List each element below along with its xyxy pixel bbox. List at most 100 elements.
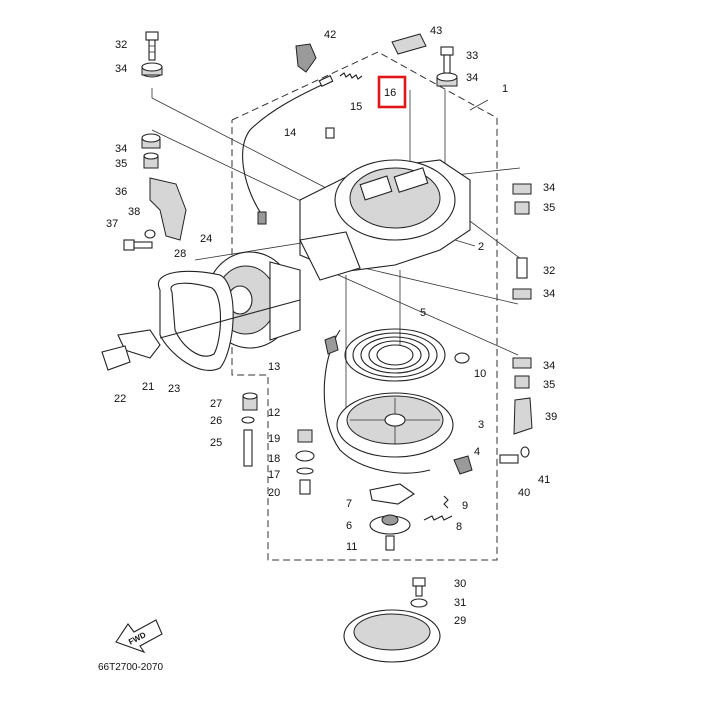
cable-stopper-42	[295, 43, 317, 73]
callout-34a: 34	[115, 63, 127, 75]
collar-34-top-right	[436, 72, 458, 87]
label-plate-43	[391, 33, 427, 55]
callout-3: 3	[478, 419, 484, 431]
callout-13: 13	[268, 361, 280, 373]
callout-35a: 35	[115, 158, 127, 170]
dowel-14	[325, 127, 335, 139]
callout-20: 20	[268, 487, 280, 499]
starter-case-2	[299, 159, 471, 281]
callout-24: 24	[200, 233, 212, 245]
grommet-35-right-2	[514, 375, 530, 389]
collar-34-right-3	[512, 357, 532, 369]
collar-34-right-1	[512, 183, 532, 195]
callout-27: 27	[210, 398, 222, 410]
callout-34d: 34	[543, 182, 555, 194]
callout-25: 25	[210, 437, 222, 449]
callout-23: 23	[168, 383, 180, 395]
collar-27	[242, 392, 258, 411]
washer-17	[296, 467, 314, 475]
callout-34e: 34	[543, 288, 555, 300]
clip-13	[324, 335, 339, 355]
rope-23	[159, 299, 301, 339]
callout-37: 37	[106, 218, 118, 230]
callout-28: 28	[174, 248, 186, 260]
callout-labels: 1 2 3 4 5 6 7 8 9 10 11 12 13 14 15 16 1…	[106, 25, 557, 627]
spring-9	[443, 495, 449, 509]
callout-35c: 35	[543, 379, 555, 391]
rope-handle-28	[157, 270, 234, 371]
callout-14: 14	[284, 127, 296, 139]
callout-19: 19	[268, 433, 280, 445]
pawl-4	[453, 455, 473, 475]
bracket-36	[149, 177, 187, 241]
collar-34-right-2	[512, 288, 532, 300]
grommet-35-left	[143, 152, 159, 169]
callout-42: 42	[324, 29, 336, 41]
callout-12: 12	[268, 407, 280, 419]
callout-34b: 34	[466, 72, 478, 84]
bolt-11	[385, 535, 395, 551]
bolt-33	[440, 46, 454, 74]
callout-7: 7	[346, 498, 352, 510]
collar-19	[297, 429, 313, 443]
grommet-18	[295, 450, 315, 462]
highlight-box	[377, 75, 407, 109]
callout-1: 1	[502, 83, 508, 95]
callout-15: 15	[350, 101, 362, 113]
bolt-32	[145, 31, 159, 61]
sheave-drum-3	[336, 392, 454, 458]
callout-26: 26	[210, 415, 222, 427]
callout-21: 21	[142, 381, 154, 393]
starter-pulley-29	[343, 609, 441, 663]
bracket-39	[513, 397, 533, 435]
callout-43: 43	[430, 25, 442, 37]
handle-cap-22	[101, 345, 131, 371]
callout-32: 32	[115, 39, 127, 51]
callout-30: 30	[454, 578, 466, 590]
washer-41	[520, 446, 530, 458]
plate-6	[369, 514, 411, 535]
callout-41: 41	[538, 474, 550, 486]
washer-31	[410, 598, 428, 608]
spring-16	[339, 72, 363, 80]
callout-5: 5	[420, 307, 426, 319]
callout-9: 9	[462, 500, 468, 512]
spring-8	[423, 515, 453, 521]
spiral-spring-5	[344, 328, 446, 382]
bolt-20	[299, 479, 311, 495]
bolt-37	[123, 239, 153, 251]
callout-40: 40	[518, 487, 530, 499]
bolt-40	[499, 454, 519, 464]
callout-31: 31	[454, 597, 466, 609]
callout-8: 8	[456, 521, 462, 533]
rope-12	[323, 329, 431, 474]
circlip-10	[454, 352, 470, 364]
collar-34-top-left	[141, 62, 163, 78]
callout-16: 16	[384, 87, 396, 99]
callout-10: 10	[474, 368, 486, 380]
drawing-code: 66T2700-2070	[98, 662, 163, 673]
callout-39: 39	[545, 411, 557, 423]
washer-26	[241, 416, 255, 424]
callout-29: 29	[454, 615, 466, 627]
forward-arrow-icon: FWD	[115, 619, 163, 654]
drive-plate-7	[369, 483, 415, 505]
callout-32b: 32	[543, 265, 555, 277]
assembly-boundary	[231, 51, 498, 561]
callout-34c: 34	[115, 143, 127, 155]
callout-38: 38	[128, 206, 140, 218]
collar-34-left	[141, 133, 161, 149]
callout-17: 17	[268, 469, 280, 481]
bolt-32-right	[516, 257, 528, 279]
callout-18: 18	[268, 453, 280, 465]
callout-22: 22	[114, 393, 126, 405]
starter-cable-15	[242, 75, 334, 225]
callout-33: 33	[466, 50, 478, 62]
callout-35b: 35	[543, 202, 555, 214]
callout-34f: 34	[543, 360, 555, 372]
callout-6: 6	[346, 520, 352, 532]
callout-4: 4	[474, 446, 480, 458]
callout-11: 11	[346, 541, 357, 553]
bolt-30	[412, 577, 426, 597]
